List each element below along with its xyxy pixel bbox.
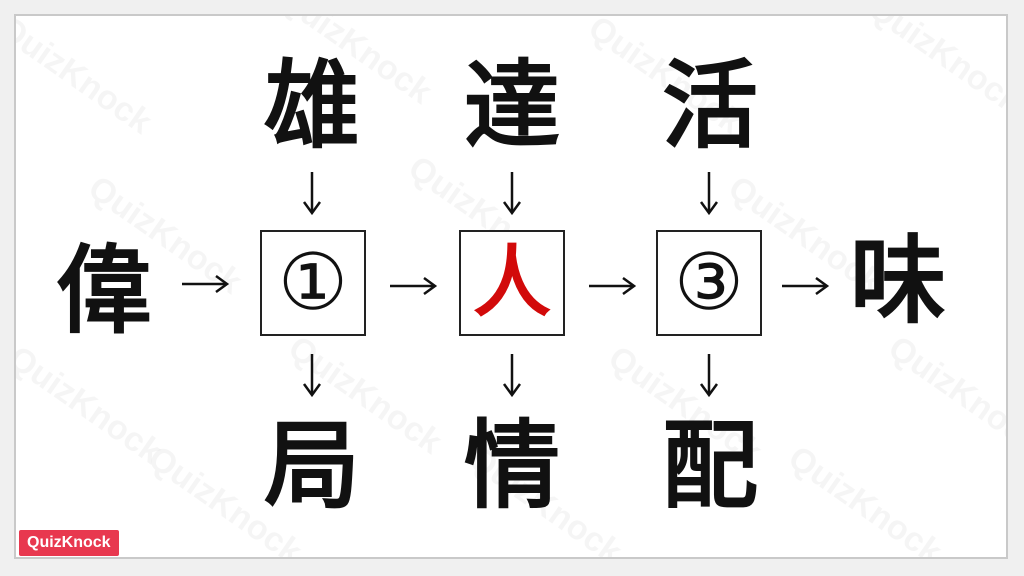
bottom-kanji-1: 局 — [264, 410, 360, 522]
watermark: QuizKnock — [861, 16, 1006, 122]
arrow-down-icon — [699, 172, 719, 216]
watermark: QuizKnock — [16, 16, 159, 142]
box-label-3: ③ — [674, 238, 744, 328]
watermark: QuizKnock — [16, 339, 169, 473]
arrow-right-icon — [782, 276, 830, 296]
arrow-down-icon — [699, 354, 719, 398]
arrow-down-icon — [302, 354, 322, 398]
arrow-down-icon — [302, 172, 322, 216]
box-label-1: ① — [278, 238, 348, 328]
right-kanji: 味 — [850, 225, 946, 337]
arrow-down-icon — [502, 354, 522, 398]
answer-box-2[interactable]: 人 — [459, 230, 565, 336]
quizknock-logo: QuizKnock — [19, 530, 119, 556]
answer-box-3[interactable]: ③ — [656, 230, 762, 336]
arrow-right-icon — [182, 274, 230, 294]
top-kanji-1: 雄 — [264, 50, 360, 162]
arrow-right-icon — [589, 276, 637, 296]
answer-box-1[interactable]: ① — [260, 230, 366, 336]
arrow-right-icon — [390, 276, 438, 296]
box-answer-2: 人 — [472, 238, 551, 328]
watermark: QuizKnock — [781, 439, 949, 557]
watermark: QuizKnock — [881, 329, 1006, 463]
bottom-kanji-3: 配 — [662, 410, 758, 522]
top-kanji-2: 達 — [464, 50, 560, 162]
bottom-kanji-2: 情 — [464, 410, 560, 522]
arrow-down-icon — [502, 172, 522, 216]
top-kanji-3: 活 — [662, 50, 758, 162]
left-kanji: 偉 — [56, 235, 152, 347]
